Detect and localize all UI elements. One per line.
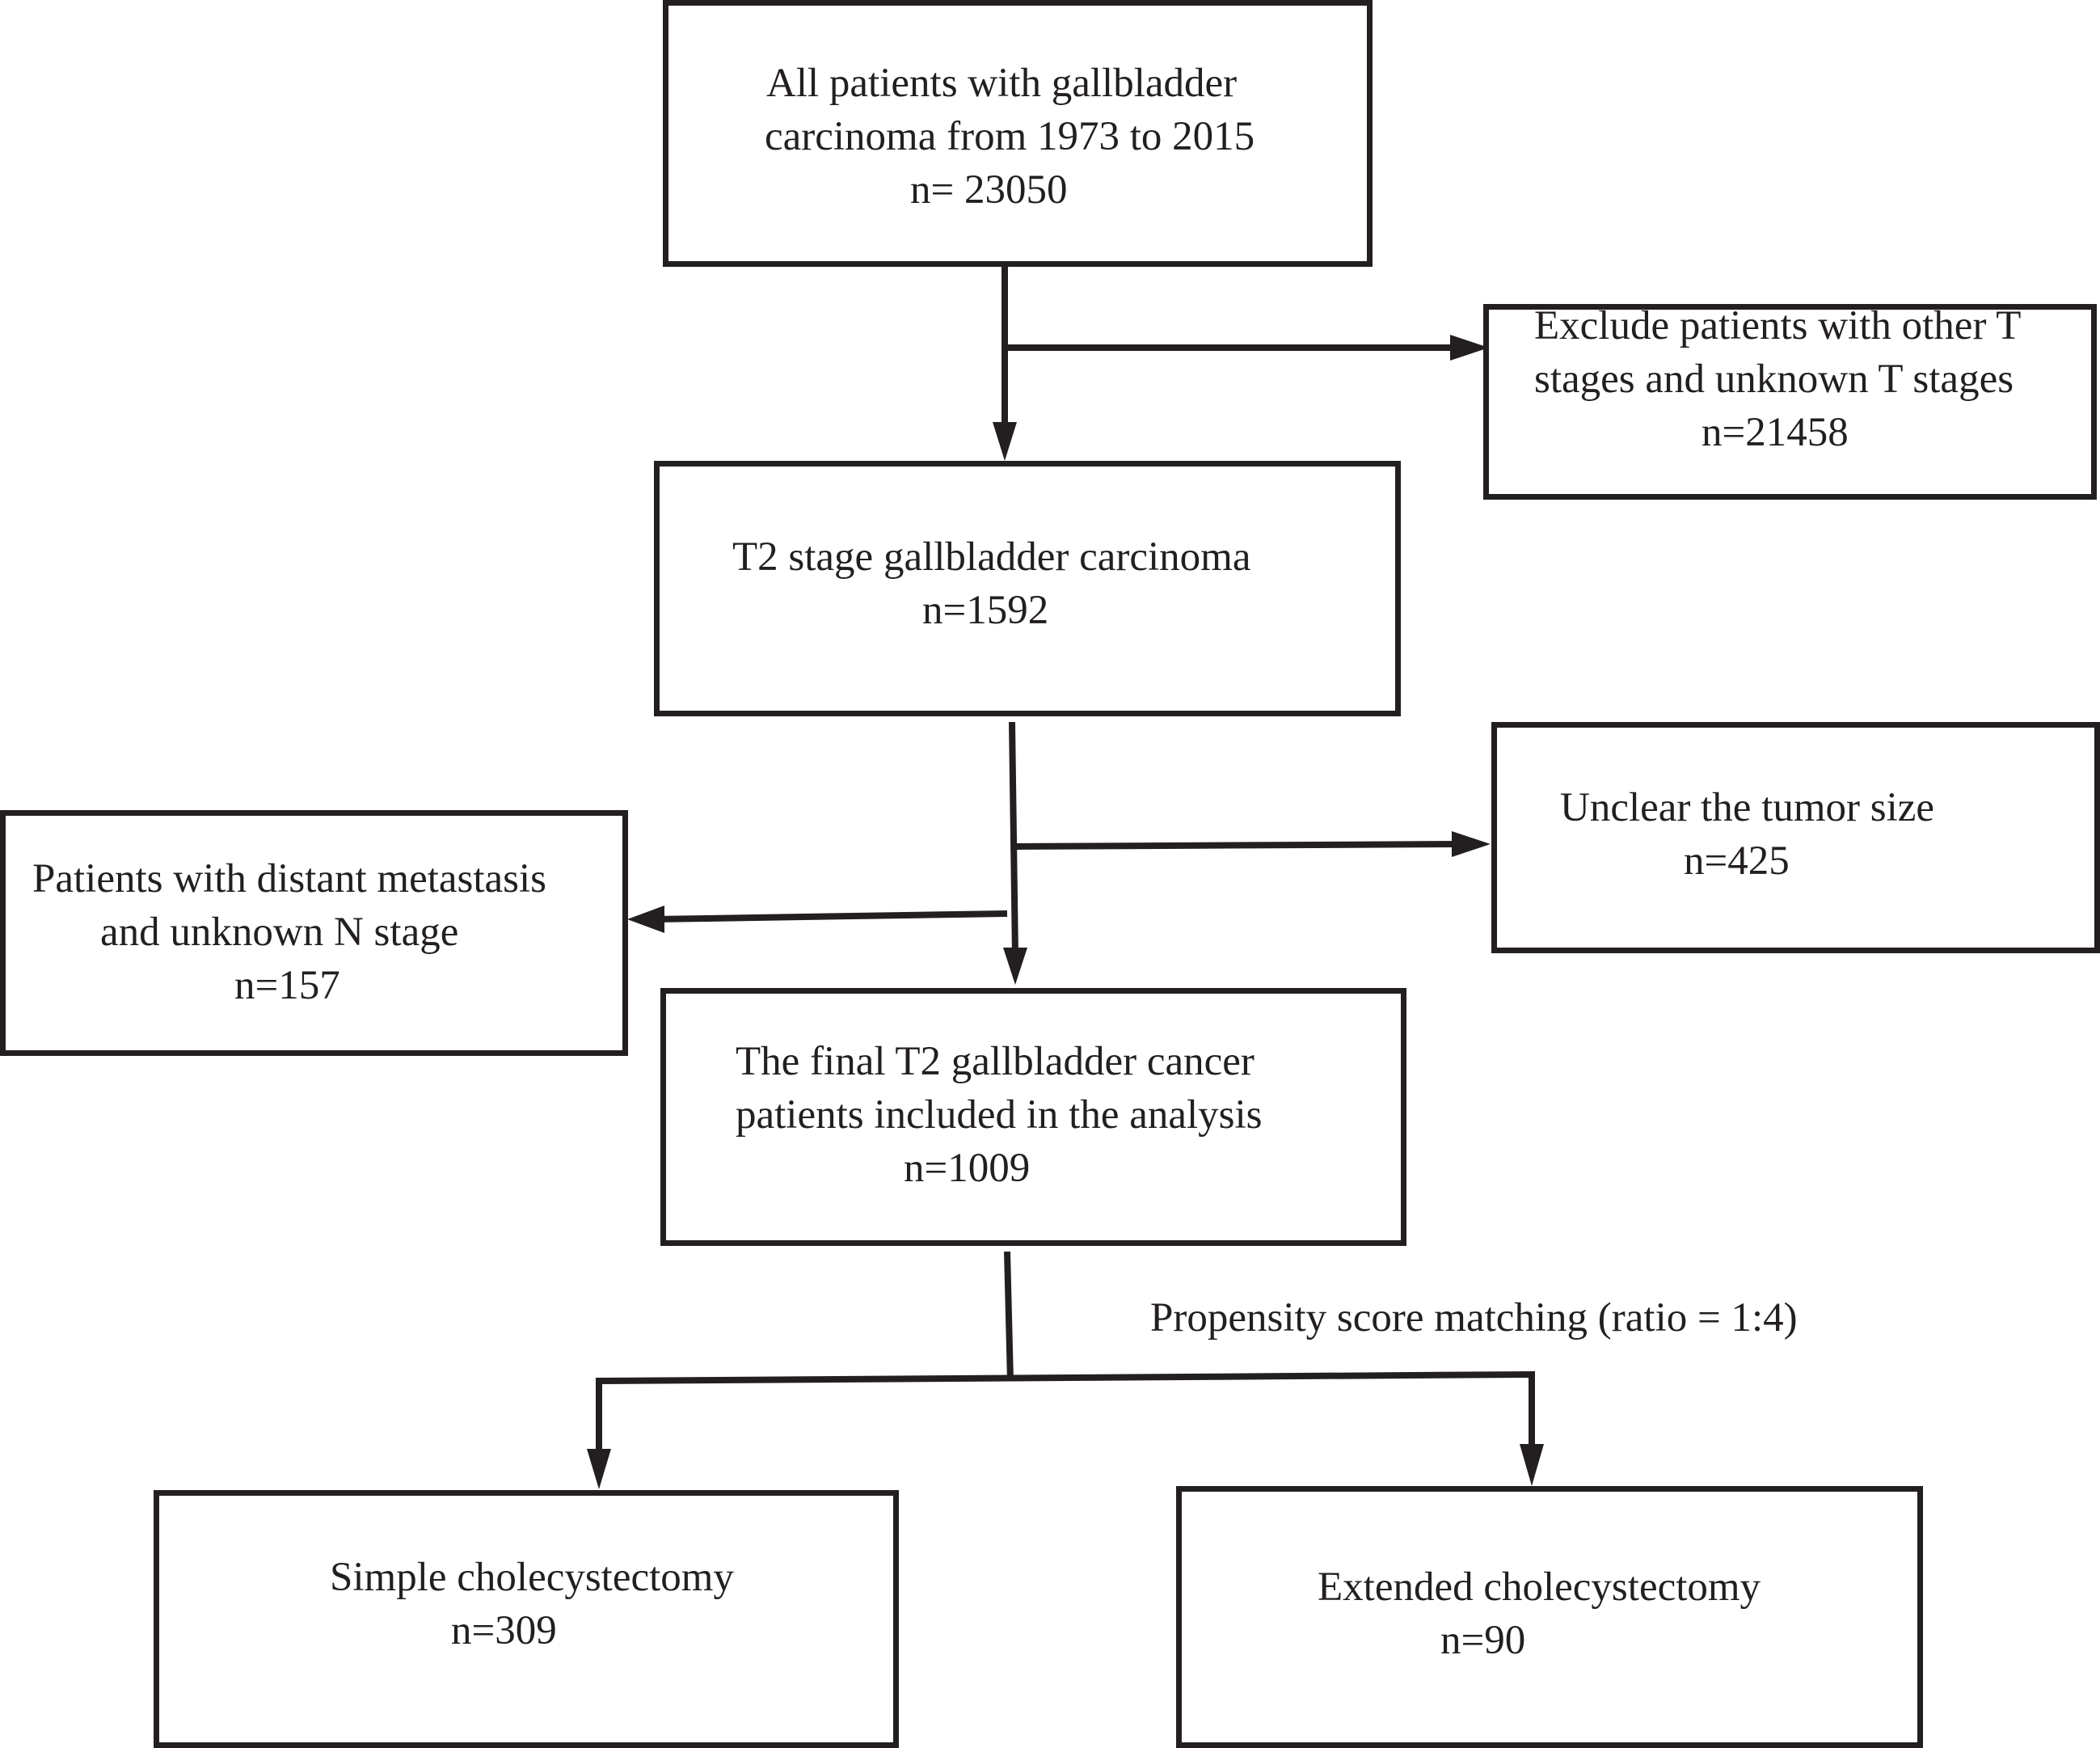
arrowhead-to-unclear	[1452, 831, 1491, 857]
arrowhead-to-simple	[587, 1449, 611, 1489]
simple-cholecystectomy-box	[154, 1490, 899, 1748]
connector-main-3	[1004, 1251, 1014, 1382]
psm-label: Propensity score matching (ratio = 1:4)	[1150, 1295, 1798, 1341]
all-patients-label-line2: carcinoma from 1973 to 2015	[765, 114, 1255, 159]
distant-metastasis-label-line1: Patients with distant metastasis	[32, 856, 547, 901]
final-t2-label-line1: The final T2 gallbladder cancer	[736, 1039, 1255, 1084]
final-t2-label-line2: patients included in the analysis	[736, 1092, 1263, 1138]
final-t2-count: n=1009	[904, 1146, 1031, 1191]
exclude-t-stages-count: n=21458	[1702, 410, 1849, 455]
unclear-tumor-size-label-line1: Unclear the tumor size	[1560, 785, 1935, 830]
extended-cholecystectomy-label-line1: Extended cholecystectomy	[1318, 1564, 1761, 1610]
exclude-t-stages-box	[1483, 304, 2097, 500]
unclear-tumor-size-count: n=425	[1684, 838, 1790, 884]
arrowhead-to-extended	[1520, 1444, 1544, 1486]
connector-branch-metastasis	[652, 910, 1008, 923]
exclude-t-stages-label-line1: Exclude patients with other T	[1534, 303, 2022, 348]
t2-stage-box	[654, 461, 1401, 716]
connector-main-2	[1009, 721, 1018, 957]
t2-stage-count: n=1592	[922, 588, 1049, 633]
arrowhead-to-exclude	[1450, 335, 1489, 361]
simple-cholecystectomy-label-line1: Simple cholecystectomy	[330, 1555, 734, 1600]
connector-branch-unclear	[1016, 841, 1462, 850]
t2-stage-label-line1: T2 stage gallbladder carcinoma	[732, 534, 1251, 580]
arrowhead-to-t2	[993, 422, 1017, 461]
unclear-tumor-size-box	[1491, 722, 2100, 953]
all-patients-box	[663, 0, 1373, 267]
distant-metastasis-label-line2: and unknown N stage	[100, 910, 459, 955]
extended-cholecystectomy-count: n=90	[1440, 1618, 1526, 1663]
extended-cholecystectomy-box	[1176, 1486, 1923, 1748]
exclude-t-stages-label-line2: stages and unknown T stages	[1534, 357, 2014, 402]
arrowhead-to-metastasis	[627, 906, 664, 933]
all-patients-count: n= 23050	[910, 167, 1068, 213]
distant-metastasis-box	[0, 810, 628, 1056]
arrowhead-to-final	[1003, 948, 1027, 985]
distant-metastasis-count: n=157	[234, 963, 340, 1008]
all-patients-label-line1: All patients with gallbladder	[766, 61, 1238, 106]
connector-split	[596, 1370, 1535, 1453]
final-t2-box	[660, 988, 1406, 1246]
simple-cholecystectomy-count: n=309	[451, 1608, 557, 1653]
